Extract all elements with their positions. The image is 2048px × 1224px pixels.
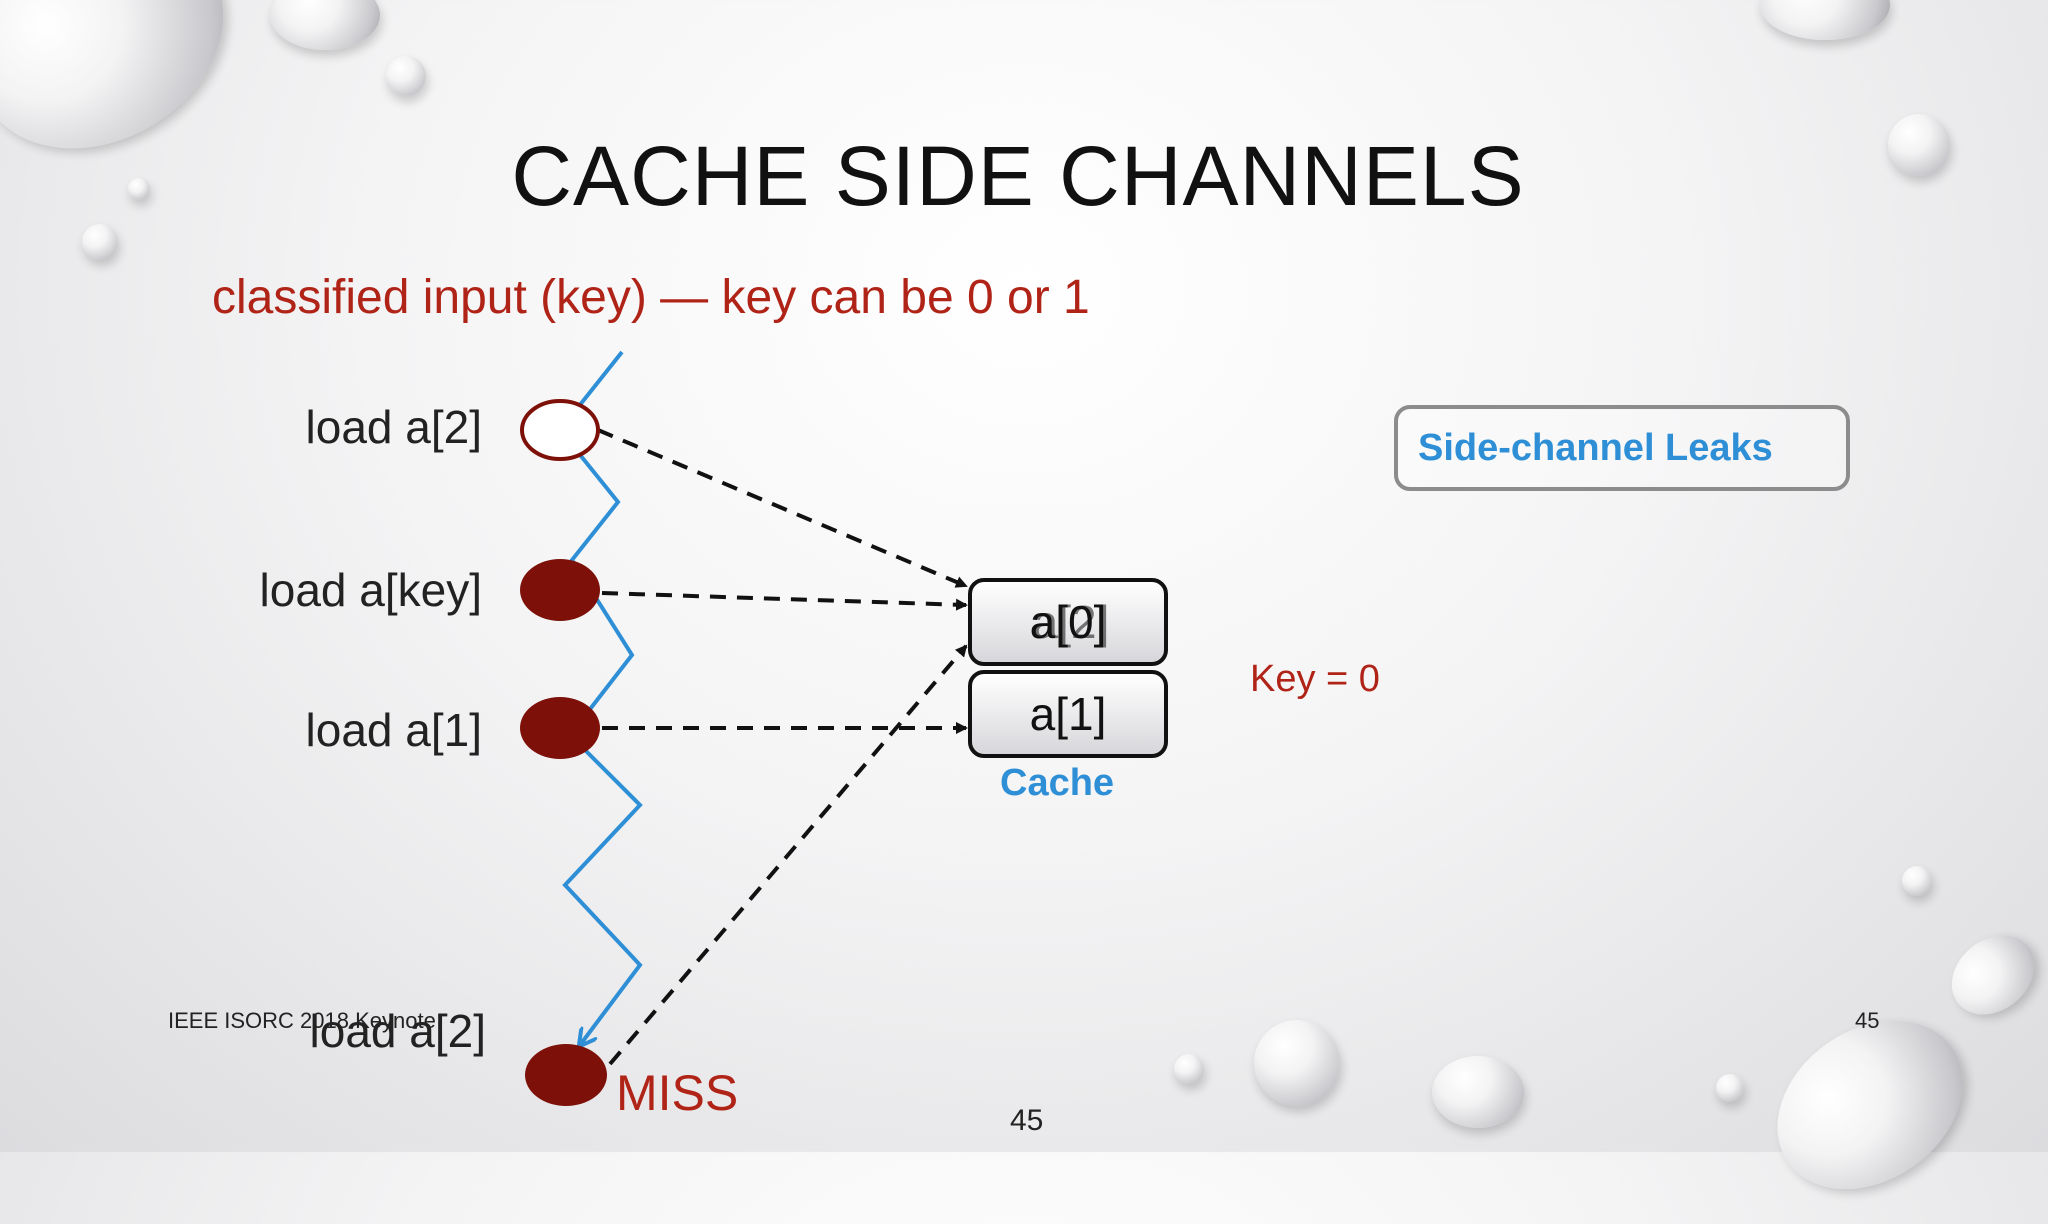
water-droplet-decoration [128, 178, 150, 200]
cache-slot-a1: a[1] [968, 670, 1168, 758]
miss-label: MISS [616, 1065, 739, 1121]
cache-caption: Cache [1000, 762, 1115, 804]
side-channel-leaks-box: Side-channel Leaks [1394, 405, 1850, 491]
access-arrow-miss [608, 644, 968, 1066]
load-node-a1 [520, 697, 600, 759]
slide-title: CACHE SIDE CHANNELS [511, 129, 1525, 223]
load-node-a2-miss [525, 1044, 607, 1106]
water-droplet-decoration [1888, 114, 1950, 176]
water-droplet-decoration [1174, 1054, 1204, 1084]
flow-diagram [520, 350, 968, 1106]
footer-conference: IEEE ISORC 2018 Keynote [168, 1008, 436, 1033]
load-node-akey [520, 559, 600, 621]
access-arrow-akey [601, 591, 968, 611]
water-droplet-decoration [82, 224, 118, 260]
cache-slot-label: a[0] [1029, 596, 1107, 648]
water-droplet-decoration [1902, 866, 1932, 896]
classified-input-subtitle: classified input (key) — key can be 0 or… [212, 271, 1090, 324]
cache-slot-label: a[1] [1029, 688, 1107, 740]
load-label-a2-final: load a[2] [309, 1005, 486, 1057]
page-number: 45 [1010, 1104, 1044, 1137]
water-droplet-decoration [1432, 1056, 1524, 1128]
key-value-note: Key = 0 [1250, 658, 1380, 700]
load-node-a2 [520, 399, 600, 461]
cache-slot-a0: a[0] a[2] [968, 578, 1168, 666]
side-channel-leaks-label: Side-channel Leaks [1418, 426, 1773, 469]
load-label-a2: load a[2] [305, 401, 482, 453]
water-droplet-decoration [1254, 1020, 1340, 1106]
load-label-a1: load a[1] [305, 704, 482, 756]
execution-path-line [557, 350, 643, 1045]
access-arrow-a2 [597, 428, 968, 588]
footer-slide-number: 45 [1855, 1008, 1880, 1033]
water-droplet-decoration [386, 56, 426, 96]
water-droplet-decoration [1716, 1074, 1744, 1102]
load-label-akey: load a[key] [259, 564, 482, 616]
cache-slot-overwritten-label: a[2] [1032, 596, 1110, 648]
